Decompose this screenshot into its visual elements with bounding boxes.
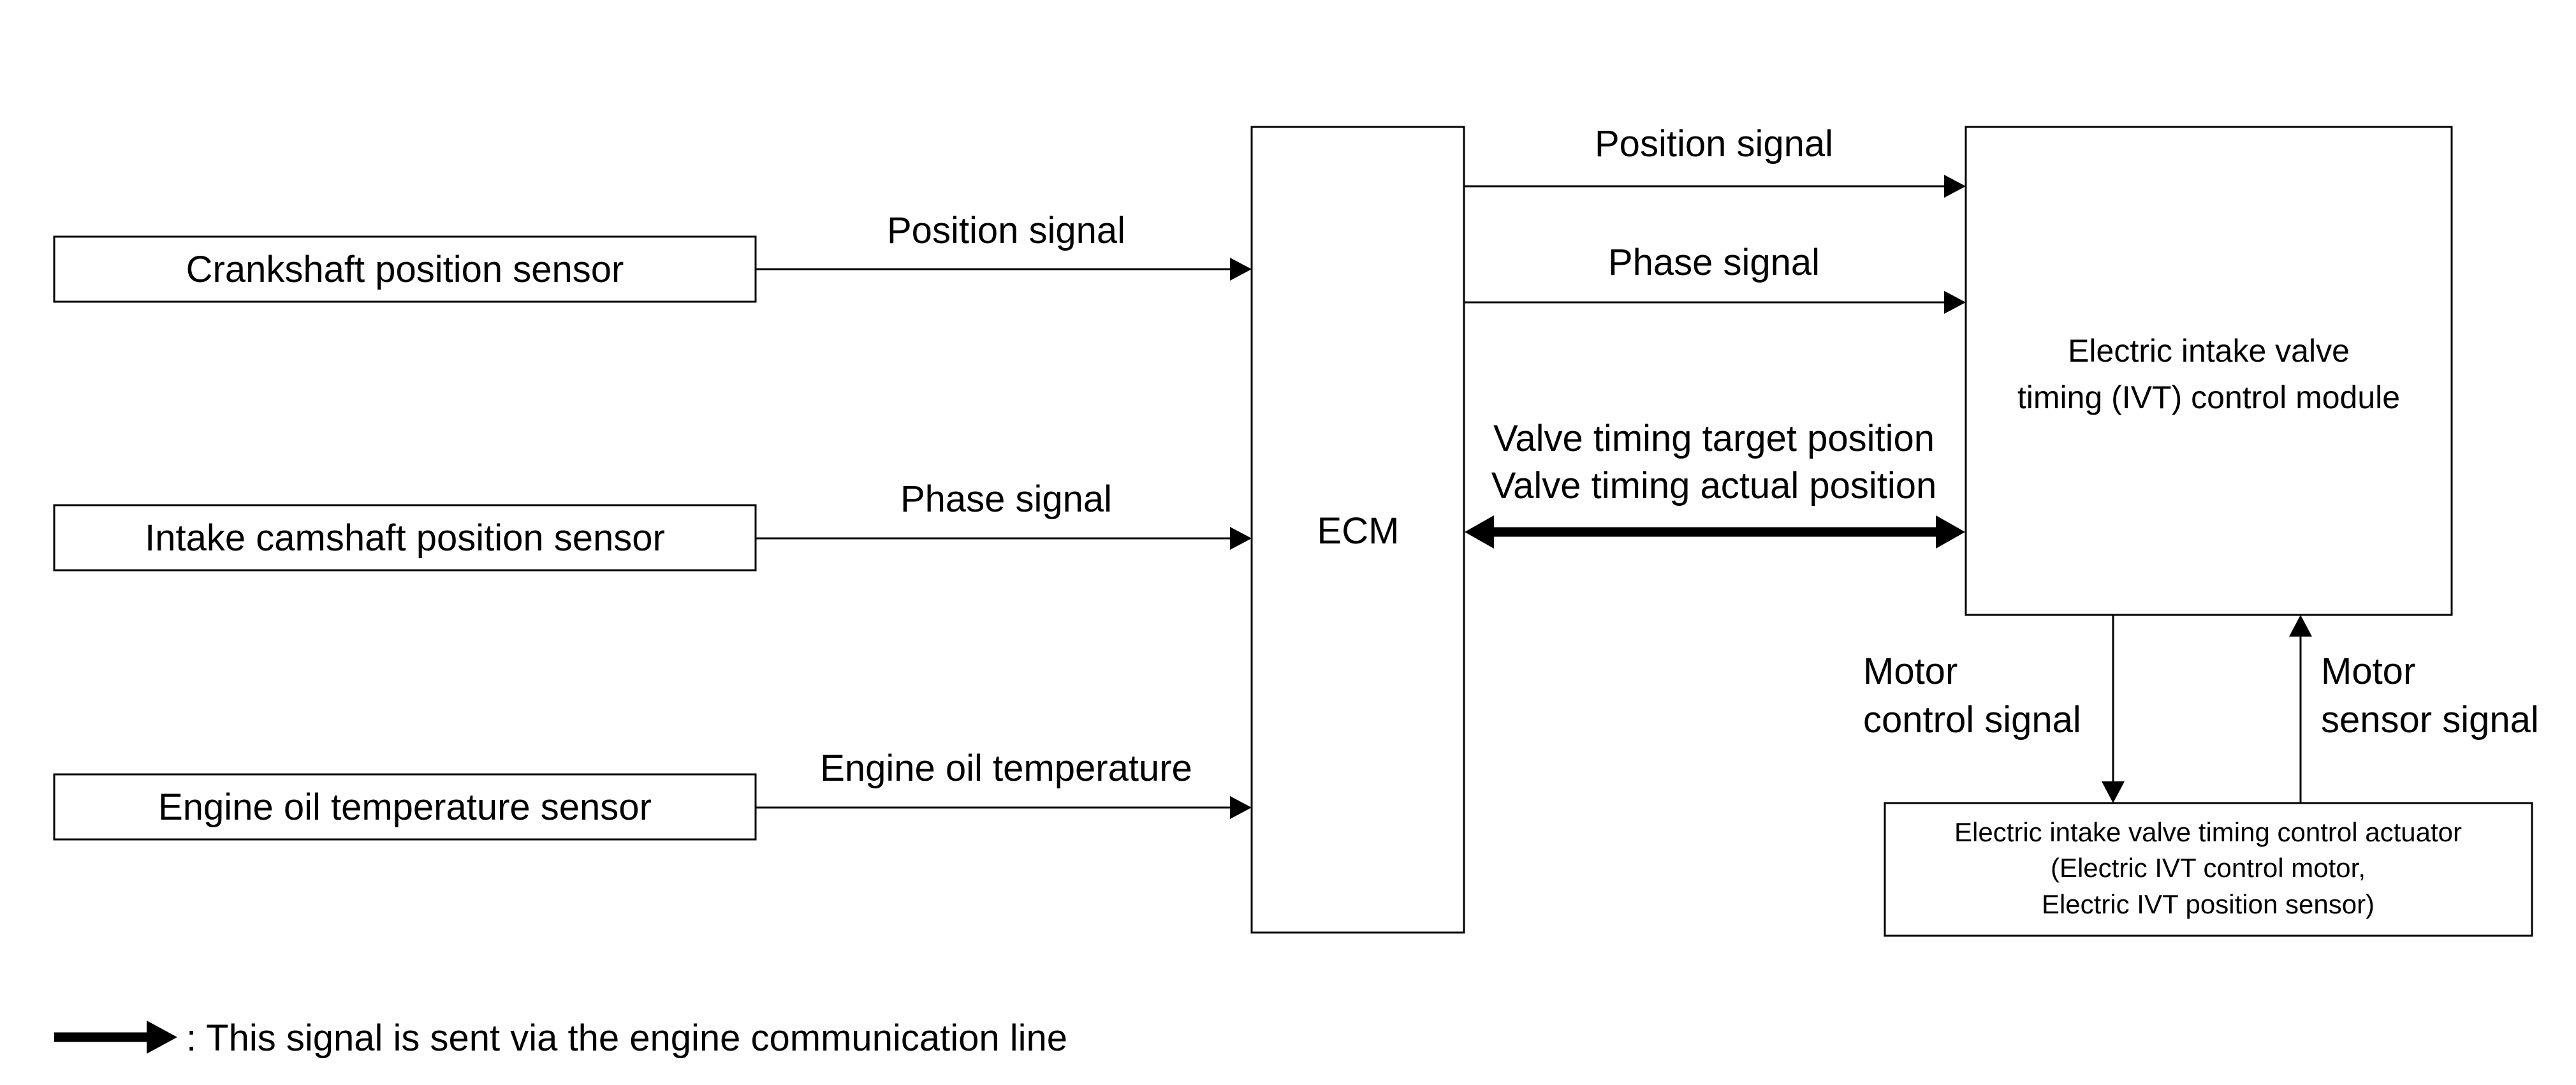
oil-temp-signal-label: Engine oil temperature	[820, 748, 1192, 789]
ecm-phase-signal-arrow: Phase signal	[1464, 242, 1966, 314]
ecm-label: ECM	[1317, 510, 1400, 552]
legend-arrowhead-icon	[147, 1021, 177, 1054]
ivt-actuator-label-line1: Electric intake valve timing control act…	[1954, 817, 2462, 847]
cam-phase-signal-label: Phase signal	[900, 478, 1112, 520]
ivt-module-label-line1: Electric intake valve	[2068, 333, 2350, 369]
crankshaft-sensor-box: Crankshaft position sensor	[53, 235, 757, 303]
motor-control-signal-arrow: Motor control signal	[1863, 615, 2125, 803]
crank-position-signal-label: Position signal	[887, 210, 1125, 251]
ecm-phase-signal-label: Phase signal	[1608, 242, 1820, 283]
ivt-module-label-line2: timing (IVT) control module	[2017, 380, 2400, 415]
ivt-actuator-label-line2: (Electric IVT control motor,	[2051, 853, 2366, 883]
ecm-position-signal-label: Position signal	[1595, 123, 1833, 165]
legend-text: : This signal is sent via the engine com…	[186, 1017, 1067, 1059]
motor-sensor-signal-label-line2: sensor signal	[2321, 699, 2539, 741]
crank-position-signal-arrow: Position signal	[756, 210, 1252, 281]
actual-position-label: Valve timing actual position	[1491, 465, 1937, 506]
ecm-box: ECM	[1250, 126, 1465, 934]
cam-phase-signal-arrow: Phase signal	[756, 478, 1252, 550]
target-position-label: Valve timing target position	[1493, 418, 1935, 459]
crankshaft-sensor-label: Crankshaft position sensor	[186, 249, 624, 290]
ecm-position-signal-arrow: Position signal	[1464, 123, 1966, 198]
ivt-actuator-box: Electric intake valve timing control act…	[1884, 802, 2533, 937]
oil-temp-sensor-box: Engine oil temperature sensor	[53, 773, 757, 841]
legend: : This signal is sent via the engine com…	[54, 1017, 1067, 1059]
ivt-control-module-box: Electric intake valve timing (IVT) contr…	[1965, 126, 2453, 616]
motor-sensor-signal-label-line1: Motor	[2321, 651, 2415, 692]
motor-control-signal-label-line2: control signal	[1863, 699, 2081, 741]
motor-sensor-signal-arrow: Motor sensor signal	[2289, 615, 2539, 803]
valve-timing-communication-arrow: Valve timing target position Valve timin…	[1465, 418, 1965, 549]
ivt-actuator-label-line3: Electric IVT position sensor)	[2042, 889, 2375, 919]
oil-temp-signal-arrow: Engine oil temperature	[756, 748, 1252, 819]
intake-camshaft-sensor-label: Intake camshaft position sensor	[145, 517, 665, 559]
intake-camshaft-sensor-box: Intake camshaft position sensor	[53, 504, 757, 572]
oil-temp-sensor-label: Engine oil temperature sensor	[158, 786, 652, 828]
motor-control-signal-label-line1: Motor	[1863, 651, 1958, 692]
